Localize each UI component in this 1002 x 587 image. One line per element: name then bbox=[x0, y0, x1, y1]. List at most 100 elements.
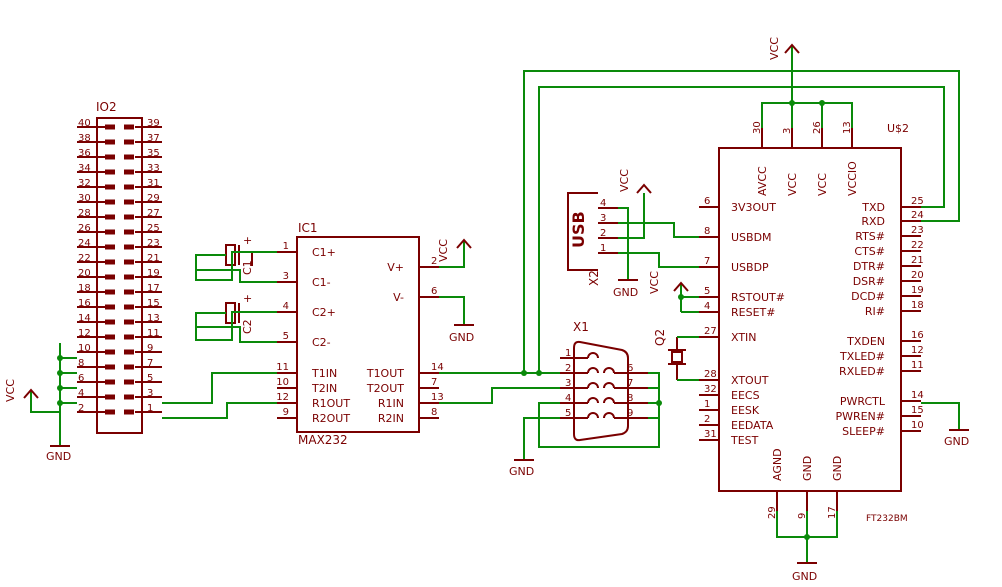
usb-label: USB bbox=[569, 211, 588, 248]
io2-pin-number: 21 bbox=[147, 253, 160, 264]
io2-pin-number: 18 bbox=[78, 283, 91, 294]
io2-pin-number: 23 bbox=[147, 238, 160, 249]
c1-label: C1 bbox=[241, 260, 254, 275]
u2-pin-number: 23 bbox=[911, 225, 924, 236]
io2-pin-contact bbox=[124, 274, 134, 280]
x2-pin-number: 2 bbox=[600, 228, 606, 239]
svg-text:GND: GND bbox=[46, 450, 71, 463]
u2-pin-number: 4 bbox=[704, 301, 710, 312]
io2-pin-number: 6 bbox=[78, 373, 84, 384]
io2-pin-contact bbox=[124, 304, 134, 310]
io2-pin-number: 35 bbox=[147, 148, 160, 159]
io2-pin-contact bbox=[105, 334, 115, 340]
u2-pin-number: 7 bbox=[704, 256, 710, 267]
io2-pin-number: 30 bbox=[78, 193, 91, 204]
u2-pin-number: 27 bbox=[704, 326, 717, 337]
u2-pin-name: VCC bbox=[786, 173, 799, 196]
u2-pin-name: RSTOUT# bbox=[731, 291, 785, 304]
svg-text:GND: GND bbox=[792, 570, 817, 583]
ic1-pin-number: 14 bbox=[431, 362, 444, 373]
io2-pin-number: 11 bbox=[147, 328, 160, 339]
u2-pin-number: 5 bbox=[704, 286, 710, 297]
svg-text:+: + bbox=[243, 292, 252, 305]
vcc-symbol-reset: VCC bbox=[648, 271, 689, 294]
u2-pin-number: 18 bbox=[911, 300, 924, 311]
svg-text:VCC: VCC bbox=[618, 169, 631, 192]
x1-pin-contact bbox=[603, 397, 615, 404]
x1-pin-number: 1 bbox=[565, 348, 571, 359]
io2-pin-number: 27 bbox=[147, 208, 160, 219]
junction-dots bbox=[57, 100, 825, 540]
u2-name-label: U$2 bbox=[887, 122, 909, 135]
ic1-pin-name: R1OUT bbox=[312, 397, 350, 410]
io2-pin-number: 12 bbox=[78, 328, 91, 339]
io2-pin-number: 34 bbox=[78, 163, 91, 174]
u2-pin-name: EECS bbox=[731, 389, 760, 402]
io2-pin-contact bbox=[105, 304, 115, 310]
u2-pin-number: 29 bbox=[767, 506, 778, 519]
io2-pin-contact bbox=[105, 364, 115, 370]
u2-pin-number: 15 bbox=[911, 405, 924, 416]
io2-pin-contact bbox=[105, 229, 115, 235]
io2-pin-number: 5 bbox=[147, 373, 153, 384]
u2-pin-name: DCD# bbox=[851, 290, 885, 303]
io2-pin-number: 1 bbox=[147, 403, 153, 414]
u2-pin-name: XTIN bbox=[731, 331, 757, 344]
io2-pin-contact bbox=[105, 184, 115, 190]
gnd-symbol-ic1: GND bbox=[449, 324, 474, 344]
svg-text:GND: GND bbox=[944, 435, 969, 448]
svg-text:VCC: VCC bbox=[437, 239, 450, 262]
io2-pin-number: 19 bbox=[147, 268, 160, 279]
ic1-pin-number: 4 bbox=[283, 301, 289, 312]
io2-pin-contact bbox=[124, 139, 134, 145]
u2-pin-number: 24 bbox=[911, 210, 924, 221]
ic1-pin-number: 5 bbox=[283, 331, 289, 342]
io2-pin-contact bbox=[124, 394, 134, 400]
io2-pin-number: 29 bbox=[147, 193, 160, 204]
vcc-symbol-ft232: VCC bbox=[768, 37, 800, 60]
io2-pin-contact bbox=[105, 409, 115, 415]
io2-pin-contact bbox=[105, 379, 115, 385]
ic1-pin-number: 6 bbox=[431, 286, 437, 297]
ic1-pin-number: 8 bbox=[431, 407, 437, 418]
c2-label: C2 bbox=[241, 319, 254, 334]
io2-pin-number: 16 bbox=[78, 298, 91, 309]
io2-pin-contact bbox=[124, 184, 134, 190]
wires bbox=[30, 45, 960, 563]
io2-pin-number: 3 bbox=[147, 388, 153, 399]
io2-pin-number: 13 bbox=[147, 313, 160, 324]
io2-pin-contact bbox=[105, 124, 115, 130]
ic1-pin-number: 13 bbox=[431, 392, 444, 403]
u2-pin-number: 13 bbox=[842, 121, 853, 134]
ic1-pin-name: C2- bbox=[312, 336, 331, 349]
io2-pin-number: 31 bbox=[147, 178, 160, 189]
ic1-value-label: MAX232 bbox=[298, 433, 348, 447]
u2-pin-name: RESET# bbox=[731, 306, 775, 319]
u2-pin-name: USBDM bbox=[731, 231, 772, 244]
io2-pin-number: 10 bbox=[78, 343, 91, 354]
io2-pin-contact bbox=[105, 154, 115, 160]
io2-pin-number: 20 bbox=[78, 268, 91, 279]
u2-pin-number: 1 bbox=[704, 399, 710, 410]
io2-pin-number: 9 bbox=[147, 343, 153, 354]
x1-pin-number: 9 bbox=[627, 408, 633, 419]
ic1-pin-name: R2IN bbox=[378, 412, 404, 425]
io2-pin-number: 37 bbox=[147, 133, 160, 144]
io2-label: IO2 bbox=[96, 100, 117, 114]
u2-pin-name: CTS# bbox=[854, 245, 885, 258]
u2-pin-number: 32 bbox=[704, 384, 717, 395]
u2-pin-number: 14 bbox=[911, 390, 924, 401]
io2-pin-contact bbox=[124, 214, 134, 220]
svg-text:GND: GND bbox=[449, 331, 474, 344]
u2-pin-number: 8 bbox=[704, 226, 710, 237]
ic1-pin-name: T2OUT bbox=[366, 382, 404, 395]
u2-pin-name: PWREN# bbox=[835, 410, 885, 423]
io2-pin-number: 2 bbox=[78, 403, 84, 414]
crystal-q2: Q2 bbox=[653, 329, 686, 380]
io2-pin-contact bbox=[124, 259, 134, 265]
u2-pin-name: PWRCTL bbox=[840, 395, 886, 408]
